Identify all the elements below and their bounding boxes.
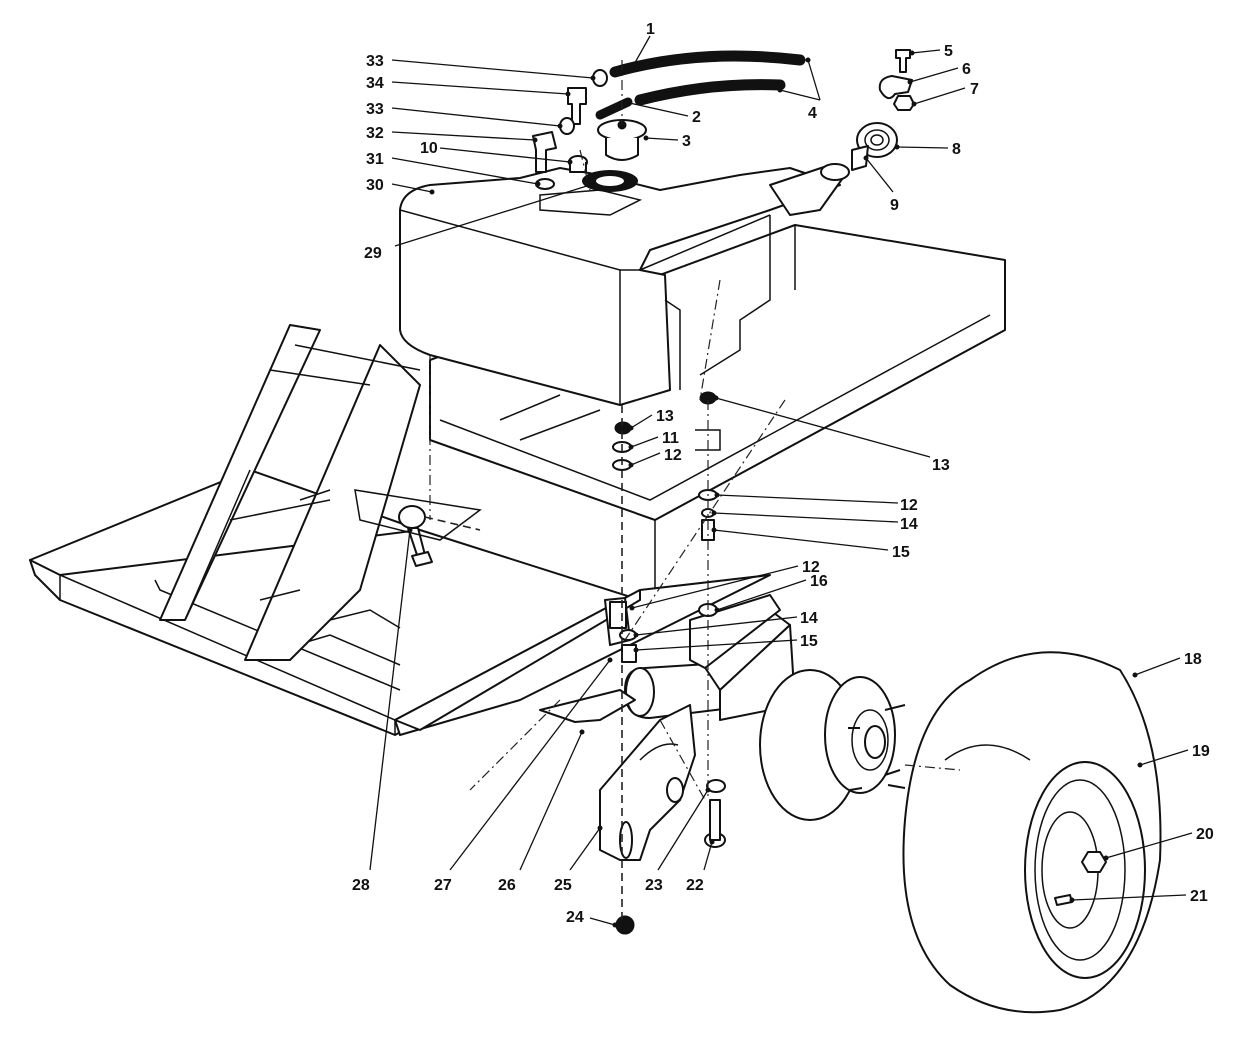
- short-hose-2: [595, 97, 633, 120]
- nut-7: [893, 95, 915, 111]
- callout-1: 1: [646, 21, 655, 38]
- fuel-gauge-3: [597, 119, 647, 161]
- callout-18: 18: [1184, 651, 1202, 668]
- gasket-29: [582, 170, 638, 192]
- callout-30: 30: [366, 177, 384, 194]
- callout-34: 34: [366, 75, 384, 92]
- callout-29: 29: [364, 245, 382, 262]
- callout-11: 11: [662, 430, 679, 447]
- callout-19: 19: [1192, 743, 1210, 760]
- king-pin-hardware: [609, 601, 637, 663]
- front-axle: [624, 609, 796, 721]
- callout-12: 12: [664, 447, 682, 464]
- callout-15: 15: [800, 633, 818, 650]
- assembly-centerlines: [429, 60, 961, 925]
- callout-3: 3: [682, 133, 691, 150]
- bolt-5: [895, 49, 911, 73]
- callout-25: 25: [554, 877, 572, 894]
- callout-14: 14: [900, 516, 918, 533]
- callout-leaders: [369, 35, 1193, 928]
- valve-stem-21: [1054, 894, 1073, 906]
- callout-20: 20: [1196, 826, 1214, 843]
- fuel-hose-1: [609, 50, 806, 78]
- callout-27: 27: [434, 877, 452, 894]
- callout-31: 31: [366, 151, 384, 168]
- callout-26: 26: [498, 877, 516, 894]
- callout-21: 21: [1190, 888, 1208, 905]
- nut-24: [615, 915, 635, 935]
- brake-drum-hub: [759, 669, 906, 821]
- callout-12: 12: [900, 497, 918, 514]
- callout-23: 23: [645, 877, 663, 894]
- callout-8: 8: [952, 141, 961, 158]
- callout-9: 9: [890, 197, 899, 214]
- callout-10: 10: [420, 140, 438, 157]
- fitting-34: [567, 87, 587, 125]
- callout-2: 2: [692, 109, 701, 126]
- clamp-6: [878, 75, 913, 100]
- lug-nut-20: [1081, 851, 1107, 873]
- callout-33: 33: [366, 101, 384, 118]
- callout-28: 28: [352, 877, 370, 894]
- callout-13: 13: [656, 408, 674, 425]
- fuel-hose-4: [634, 79, 786, 106]
- fitting-10: [568, 155, 588, 173]
- callout-15: 15: [892, 544, 910, 561]
- callout-24: 24: [566, 909, 584, 926]
- callout-7: 7: [970, 81, 979, 98]
- callout-13: 13: [932, 457, 950, 474]
- callout-22: 22: [686, 877, 704, 894]
- spindle-bracket-25: [599, 704, 696, 861]
- fitting-32: [532, 131, 557, 173]
- latch-28: [354, 489, 482, 567]
- callout-33: 33: [366, 53, 384, 70]
- callout-12: 12: [802, 559, 820, 576]
- callout-labels: 1 2 3 4 5 6 7 8 9 10 11 12 12 12 13 13 1…: [352, 21, 1214, 926]
- callout-32: 32: [366, 125, 384, 142]
- fuel-tank: [399, 163, 850, 406]
- callout-6: 6: [962, 61, 971, 78]
- strainer-9: [851, 145, 869, 171]
- callout-16: 16: [810, 573, 828, 590]
- callout-4: 4: [808, 105, 817, 122]
- wheel-rim-19: [1024, 761, 1146, 979]
- callout-5: 5: [944, 43, 953, 60]
- callout-14: 14: [800, 610, 818, 627]
- bolt-22: [704, 779, 726, 848]
